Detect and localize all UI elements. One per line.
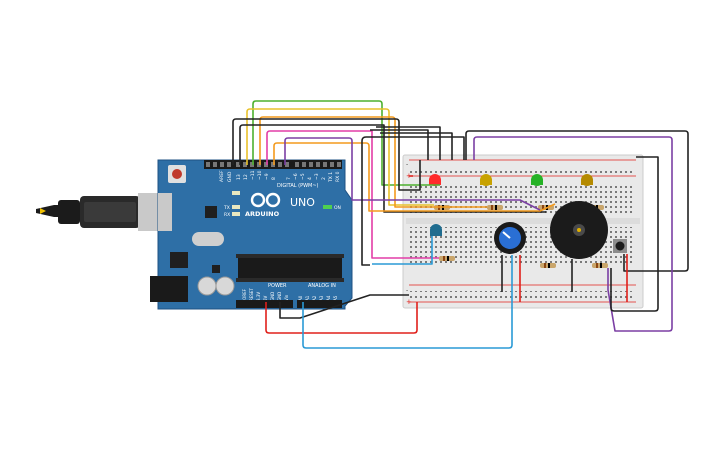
wire-purple-long[interactable] — [473, 136, 673, 332]
rail-minus-bottom: - — [406, 287, 408, 294]
led-yellow-2[interactable] — [581, 174, 593, 186]
wire-black-top-2[interactable] — [239, 124, 546, 213]
led-yellow-1[interactable] — [480, 174, 492, 186]
on-led — [323, 205, 332, 209]
wire-blue-a0[interactable] — [302, 255, 513, 349]
usb-chip — [205, 206, 217, 218]
pin-label-5v: 5V — [263, 295, 268, 301]
pin-label-a3: A3 — [319, 295, 324, 301]
rail-holes-top-2 — [409, 170, 635, 173]
pin-label-a4: A4 — [326, 295, 331, 301]
wire-pink[interactable] — [266, 130, 439, 259]
rx-led — [232, 212, 240, 216]
brand-label: ARDUINO — [245, 210, 280, 218]
wire-black-top-1[interactable] — [232, 118, 421, 191]
tx-led — [232, 205, 240, 209]
usb-cable[interactable] — [36, 193, 160, 231]
pin-label-9: ~9 — [264, 173, 270, 180]
pin-label-ioref: IOREF — [242, 288, 247, 301]
voltage-regulator — [170, 252, 188, 268]
pin-label-a5: A5 — [333, 295, 338, 301]
pin-label-1: TX 1 — [328, 172, 334, 183]
wire-red-5v[interactable] — [265, 302, 418, 334]
pin-label-2: 2 — [321, 177, 327, 180]
model-label: UNO — [290, 196, 315, 209]
resistor-6[interactable] — [540, 263, 556, 268]
wire-green[interactable] — [252, 100, 440, 186]
analog-label: ANALOG IN — [308, 283, 336, 289]
wire-blue-led[interactable] — [372, 236, 433, 265]
pushbutton[interactable] — [613, 239, 627, 253]
pin-label-13: 13 — [236, 174, 242, 180]
pin-label-3v3: 3.3V — [256, 292, 261, 301]
rail-minus-top: - — [406, 161, 408, 168]
pin-label-10: ~10 — [257, 170, 263, 180]
atmega-chip — [238, 258, 342, 278]
led-green[interactable] — [531, 174, 543, 186]
wire-black-cluster-4[interactable] — [361, 136, 465, 266]
rx-label: RX — [224, 212, 230, 218]
analog-header — [297, 300, 342, 308]
pin-label-12: 12 — [243, 174, 249, 180]
digital-label: DIGITAL (PWM~) — [277, 183, 319, 189]
pin-label-a0: A0 — [298, 295, 303, 301]
pin-label-a1: A1 — [305, 295, 310, 301]
pin-label-reset: RESET — [249, 288, 254, 301]
center-channel — [406, 218, 640, 224]
pin-label-gnd: GND — [227, 171, 233, 182]
tx-label: TX — [223, 205, 230, 211]
pin-label-a2: A2 — [312, 295, 317, 301]
led-blue[interactable] — [430, 224, 442, 236]
on-label: ON — [334, 205, 341, 211]
power-label: POWER — [268, 283, 287, 289]
wire-black-cluster-3[interactable] — [380, 132, 453, 160]
wire-purple-short[interactable] — [284, 137, 541, 211]
pin-label-11: ~11 — [250, 170, 256, 180]
pin-label-7: 7 — [286, 177, 292, 180]
wire-orange-low[interactable] — [273, 142, 556, 212]
power-jack — [150, 276, 188, 302]
pin-label-gnd-1: GND — [270, 292, 275, 301]
pin-label-6: ~6 — [293, 173, 299, 180]
piezo-buzzer[interactable] — [550, 201, 608, 259]
wires — [232, 100, 689, 349]
wire-yellow[interactable] — [246, 108, 434, 206]
pin-label-gnd-2: GND — [277, 292, 282, 301]
wire-black-cluster-2[interactable] — [376, 126, 441, 160]
resistor-7[interactable] — [592, 263, 608, 268]
wire-black-gnd[interactable] — [279, 294, 409, 319]
led-red[interactable] — [429, 174, 441, 186]
pin-label-0: RX 0 — [335, 171, 341, 182]
crystal — [192, 232, 224, 246]
l-led — [232, 191, 240, 195]
capacitor-2 — [215, 276, 235, 296]
resistor-5[interactable] — [439, 256, 455, 261]
potentiometer[interactable] — [494, 222, 526, 254]
wire-black-cluster-1[interactable] — [370, 129, 429, 160]
rail-holes-bottom-1 — [409, 289, 635, 292]
pin-label-vin: Vin — [284, 294, 289, 301]
usb-port — [158, 193, 172, 231]
wire-black-right[interactable] — [610, 156, 659, 312]
capacitor-1 — [197, 276, 217, 296]
pin-label-aref: AREF — [219, 170, 225, 182]
pin-label-4: 4 — [307, 177, 313, 180]
rail-holes-bottom-2 — [409, 296, 635, 299]
power-header — [236, 300, 293, 308]
wire-black-long[interactable] — [465, 130, 689, 272]
arduino-logo — [250, 192, 281, 208]
arduino-uno-board[interactable]: AREF GND 13 12 ~11 ~10 ~9 8 7 ~6 ~5 4 ~3… — [150, 159, 353, 310]
pin-label-5: ~5 — [300, 173, 306, 180]
resistor-2[interactable] — [487, 205, 503, 210]
rail-holes-top-1 — [409, 163, 635, 166]
pin-label-8: 8 — [271, 177, 277, 180]
rail-plus-bottom: + — [406, 298, 412, 306]
pin-label-3: ~3 — [314, 173, 320, 180]
